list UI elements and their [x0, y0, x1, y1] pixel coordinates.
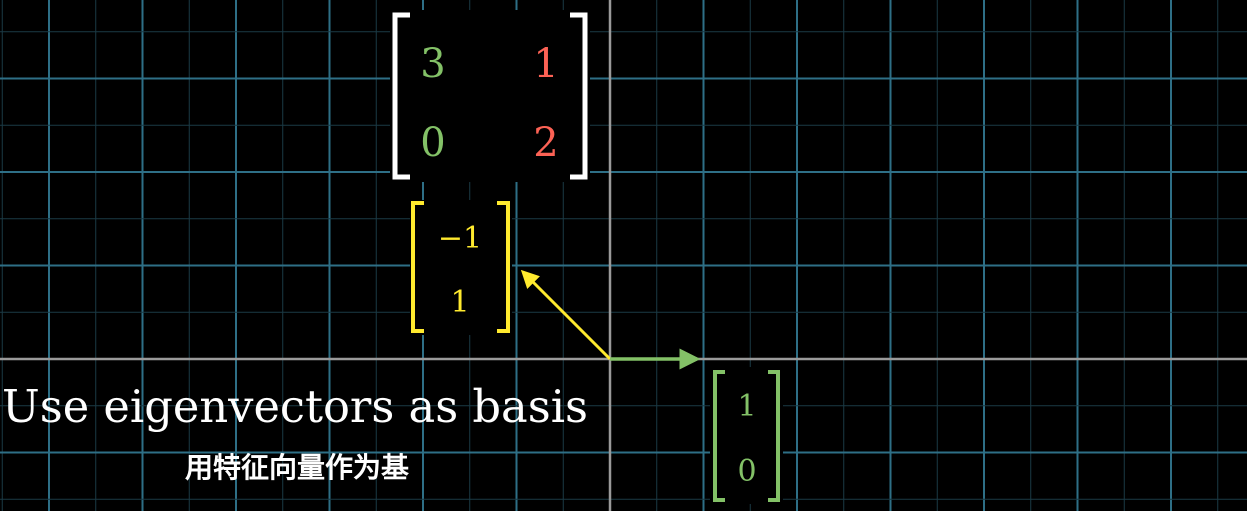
transformation-matrix: 3 1 0 2 [390, 10, 590, 182]
green-entry-top: 1 [737, 389, 756, 424]
matrix-backdrop [390, 10, 590, 182]
matrix-cell-r1c2: 1 [533, 41, 558, 87]
green-left-bracket [713, 370, 725, 502]
caption-english: Use eigenvectors as basis [2, 380, 588, 433]
matrix-cell-r2c2: 2 [533, 120, 558, 166]
yellow-label-backdrop [410, 200, 512, 335]
eigenvector-green-label: 1 0 [710, 367, 783, 504]
matrix-right-bracket [570, 12, 588, 180]
arrow-up-left-icon [520, 269, 612, 361]
eigenvector-yellow-label: −1 1 [410, 200, 512, 335]
yellow-right-bracket [497, 201, 510, 333]
matrix-left-bracket [392, 12, 410, 180]
matrix-cell-r1c1: 3 [420, 41, 445, 87]
green-entry-bottom: 0 [737, 454, 756, 489]
caption-chinese: 用特征向量作为基 [185, 451, 409, 484]
matrix-cell-r2c1: 0 [420, 120, 445, 166]
yellow-left-bracket [411, 201, 424, 333]
yellow-entry-top: −1 [438, 221, 482, 256]
yellow-entry-bottom: 1 [450, 285, 469, 320]
green-label-backdrop [710, 367, 783, 504]
green-right-bracket [768, 370, 780, 502]
